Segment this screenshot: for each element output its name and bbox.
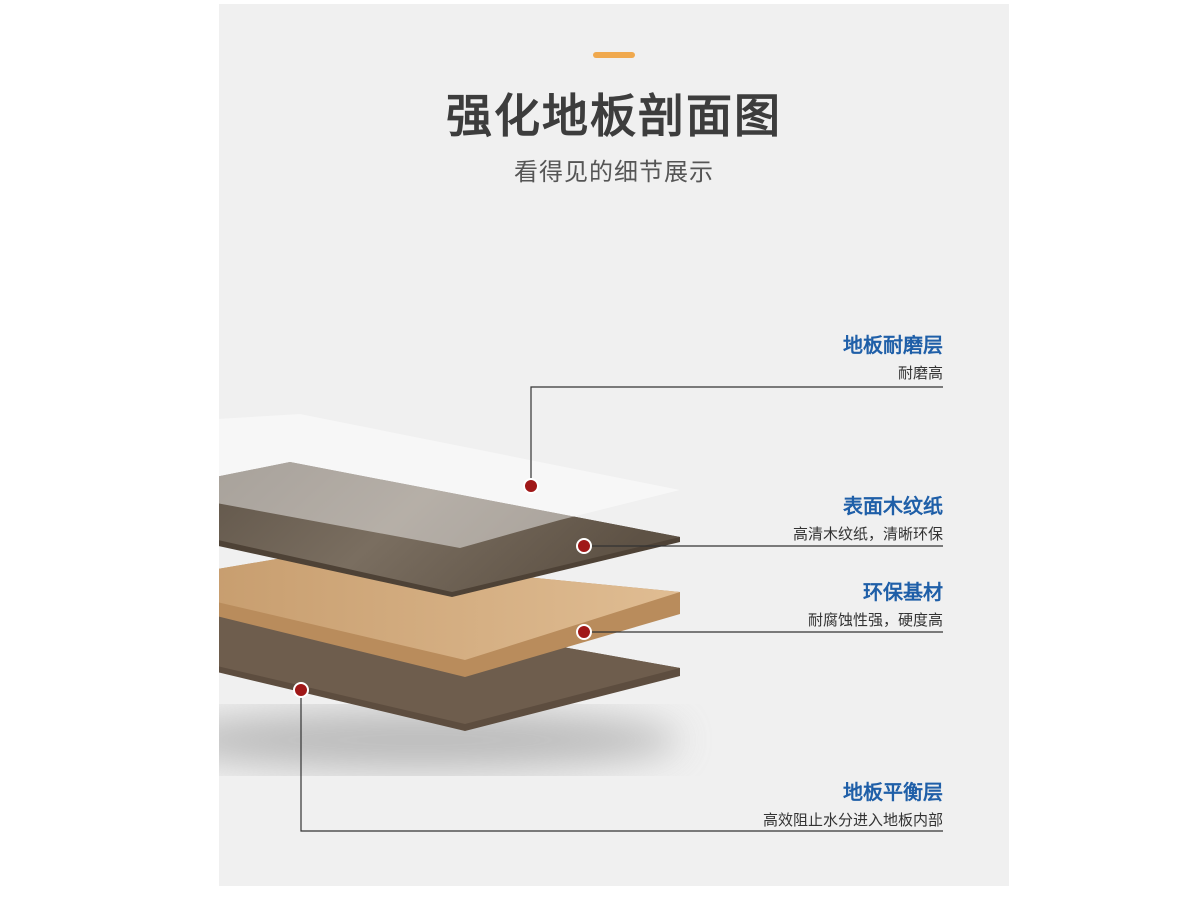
label-desc: 高清木纹纸，清晰环保 bbox=[792, 525, 943, 543]
marker-dot bbox=[293, 682, 309, 698]
leader-line-balance bbox=[300, 690, 943, 832]
label-title: 环保基材 bbox=[863, 580, 943, 604]
wear-layer bbox=[219, 414, 680, 548]
label-title: 表面木纹纸 bbox=[843, 494, 943, 518]
label-title: 地板平衡层 bbox=[843, 780, 943, 804]
page-title: 强化地板剖面图 bbox=[446, 89, 782, 143]
marker-dot bbox=[523, 478, 539, 494]
accent-bar bbox=[593, 52, 635, 58]
label-wood-grain: 表面木纹纸 高清木纹纸，清晰环保 bbox=[793, 490, 943, 544]
label-balance: 地板平衡层 高效阻止水分进入地板内部 bbox=[763, 776, 943, 830]
label-wear-layer: 地板耐磨层 耐磨高 bbox=[843, 329, 943, 383]
label-base: 环保基材 耐腐蚀性强，硬度高 bbox=[808, 576, 943, 630]
marker-dot bbox=[576, 538, 592, 554]
label-title: 地板耐磨层 bbox=[843, 333, 943, 357]
label-desc: 耐腐蚀性强，硬度高 bbox=[807, 611, 943, 629]
marker-dot bbox=[576, 624, 592, 640]
leader-line-wear bbox=[530, 386, 943, 486]
label-desc: 高效阻止水分进入地板内部 bbox=[762, 811, 943, 829]
page-subtitle: 看得见的细节展示 bbox=[514, 158, 714, 186]
shadow bbox=[219, 710, 680, 770]
label-desc: 耐磨高 bbox=[897, 364, 943, 382]
